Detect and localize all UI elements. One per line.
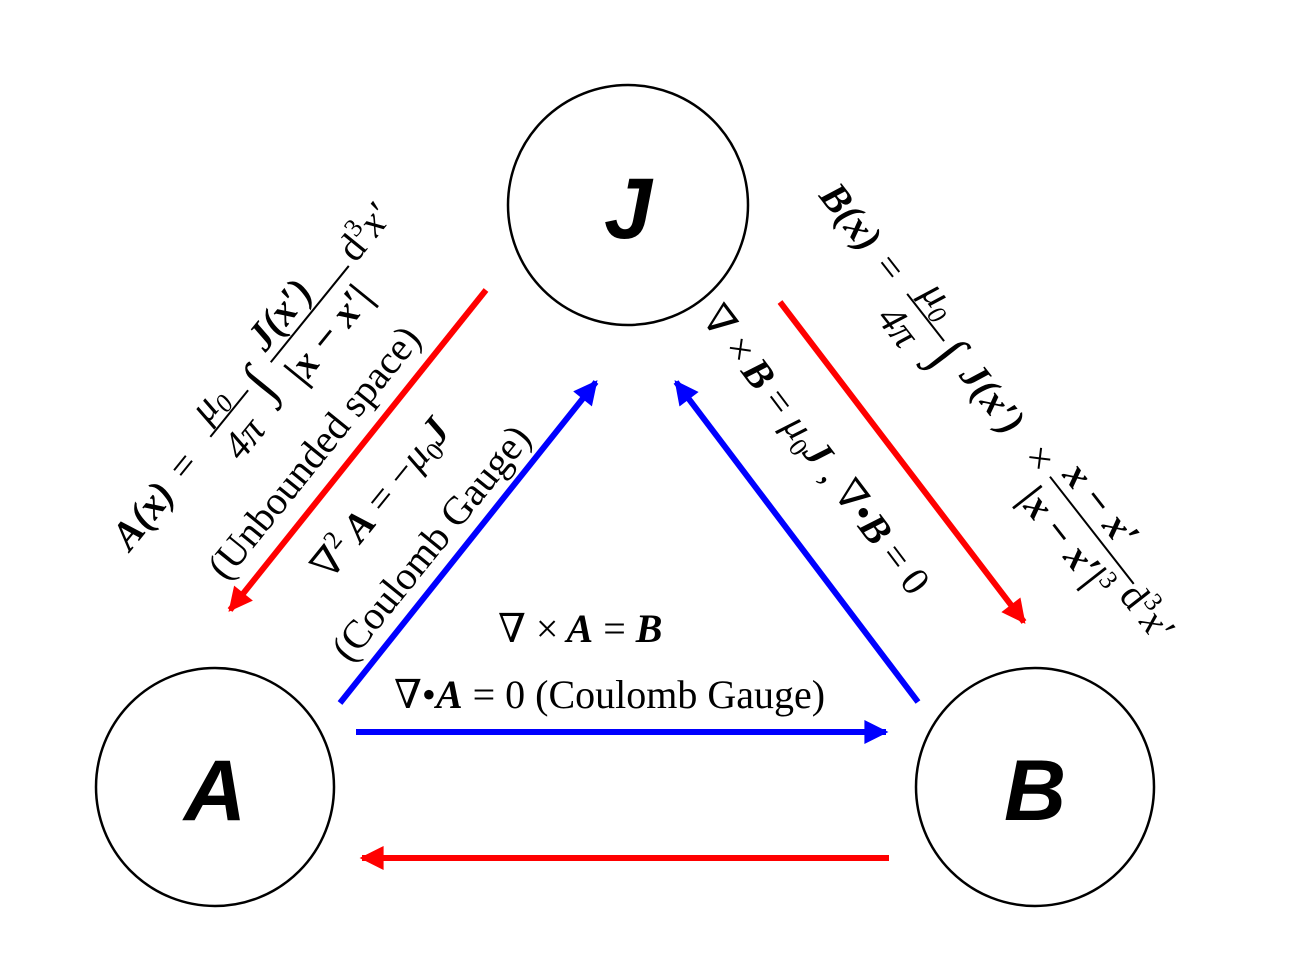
curl-a-eq: =: [593, 606, 636, 651]
eq-a-equals: =: [158, 442, 207, 488]
node-a-circle: [94, 666, 336, 908]
node-j-label: J: [604, 161, 654, 257]
curl-a-B: B: [635, 606, 663, 651]
eq-div-a: ∇•A = 0 (Coulomb Gauge): [394, 672, 825, 717]
svg-text:A(x) =: A(x) =: [100, 442, 207, 560]
arrow-b-to-j: [673, 380, 921, 704]
arrow-j-to-b: [777, 300, 1027, 624]
node-b: B: [914, 666, 1156, 908]
eq-b-frac-bar-2: [1049, 476, 1135, 585]
node-j-circle: [506, 83, 750, 327]
node-a: A: [94, 666, 336, 908]
curl-a-nabla: ∇ ×: [498, 606, 559, 651]
curl-a-A: A: [564, 606, 594, 651]
eq-b-d3: d3x′: [1111, 572, 1186, 649]
eq-b-jx: J(x′): [951, 353, 1035, 443]
arrow-a-to-j: [337, 380, 599, 705]
arrow-j-to-a: [227, 288, 489, 612]
svg-text:B(x) =: B(x) =: [810, 173, 915, 290]
div-a-rest: = 0 (Coulomb Gauge): [463, 672, 826, 717]
node-b-label: B: [1004, 743, 1066, 839]
eq-a-frac-bar: [209, 389, 249, 438]
eq-b-equals: =: [866, 244, 915, 289]
eq-a-d3: d3x′: [325, 192, 401, 269]
node-j: J: [506, 83, 750, 327]
div-a-nabla: ∇•: [394, 672, 436, 717]
eq-b-frac-bar: [906, 293, 945, 342]
eq-a-frac-bar-2: [269, 265, 350, 363]
node-a-label: A: [182, 743, 246, 839]
div-a-A: A: [433, 672, 463, 717]
eq-b-times: ×: [1015, 435, 1064, 480]
eq-curl-a: ∇ ×A = B: [498, 606, 662, 651]
node-b-circle: [914, 666, 1156, 908]
